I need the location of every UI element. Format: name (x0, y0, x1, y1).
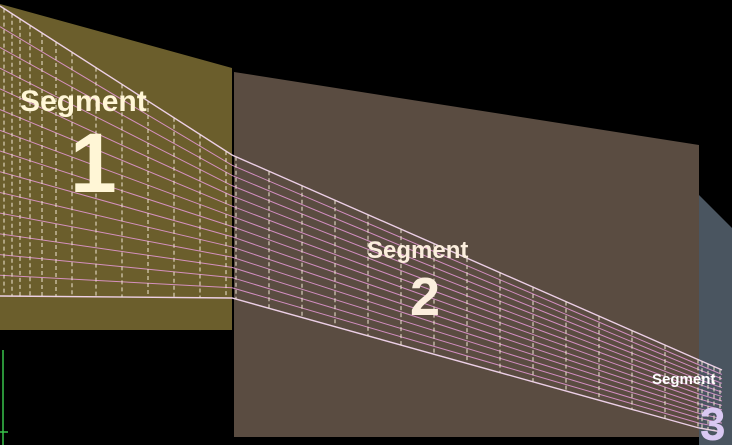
mesh-longitudinal-line (0, 88, 723, 389)
mesh-longitudinal-line (0, 212, 723, 415)
segment-1-word-label: Segment (20, 85, 147, 118)
segment-1-number-label: 1 (70, 116, 117, 210)
mesh-lines (0, 5, 723, 433)
segment-3-word-label: Segment (652, 371, 715, 388)
mesh-longitudinal-line (0, 274, 723, 429)
mesh-longitudinal-line (0, 171, 723, 406)
mesh-longitudinal-line (0, 5, 723, 371)
mesh-longitudinal-line (0, 191, 723, 411)
segment-2-number-label: 2 (410, 267, 440, 327)
mesh-longitudinal-line (0, 254, 723, 424)
mesh-longitudinal-line (0, 26, 723, 375)
mesh-longitudinal-line (0, 129, 723, 398)
segment-3-number-label: 3 (700, 398, 726, 445)
mesh-longitudinal-line (0, 150, 723, 402)
mesh-longitudinal-line (0, 233, 723, 420)
mesh-longitudinal-line (0, 67, 723, 384)
mesh-longitudinal-line (0, 295, 723, 433)
segment-2-word-label: Segment (367, 237, 468, 264)
segment-1-panel (0, 4, 232, 330)
mesh-longitudinal-line (0, 46, 723, 380)
mesh-longitudinal-line (0, 109, 723, 393)
